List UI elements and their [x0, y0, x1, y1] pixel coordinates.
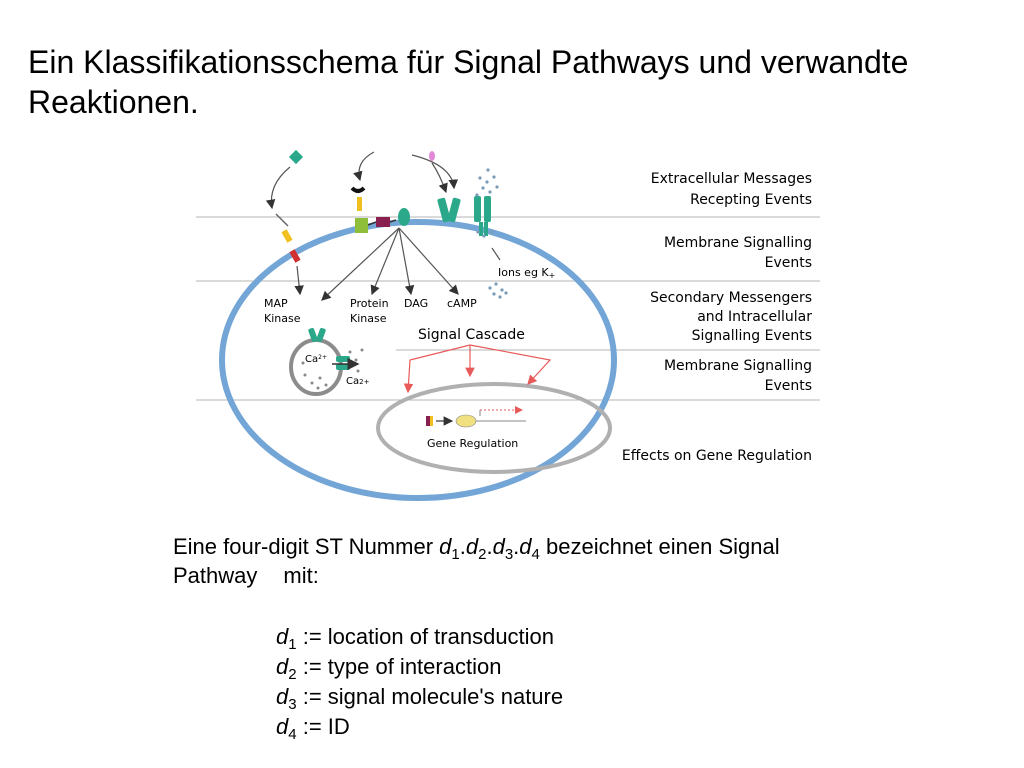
- signal-cascade-arrows: [403, 344, 552, 394]
- cell-membrane: [219, 219, 617, 501]
- label-map-kinase-1: MAP: [264, 297, 288, 310]
- level-membrane-signalling-1b: Events: [765, 255, 812, 271]
- definition-d2: d2 := type of interaction: [276, 654, 502, 683]
- st-number-description: Eine four-digit ST Nummer d1.d2.d3.d4 be…: [173, 534, 780, 588]
- definition-d3: d3 := signal molecule's nature: [276, 684, 564, 713]
- label-protein-kinase-1: Protein: [350, 297, 389, 310]
- nucleus: [376, 382, 612, 474]
- level-membrane-signalling-2b: Events: [765, 378, 812, 394]
- ion-dots: [475, 168, 508, 299]
- definition-d1: d1 := location of transduction: [276, 624, 555, 653]
- kinase-arrows: [321, 227, 459, 301]
- slide-title: Ein Klassifikationsschema für Signal Pat…: [28, 44, 909, 120]
- level-secondary-messengers-c: Signalling Events: [692, 328, 812, 344]
- level-recepting-events: Recepting Events: [690, 192, 812, 208]
- label-signal-cascade: Signal Cascade: [418, 327, 525, 343]
- receptor-complex: [350, 151, 410, 233]
- level-extracellular-messages: Extracellular Messages: [651, 171, 812, 187]
- label-ca-inside: Ca2+: [305, 354, 327, 365]
- receptor-map-kinase: [265, 149, 304, 296]
- level-effects-gene-regulation: Effects on Gene Regulation: [622, 448, 812, 464]
- level-secondary-messengers-b: and Intracellular: [697, 309, 812, 325]
- digit-definitions: d1 := location of transduction d2 := typ…: [276, 622, 563, 742]
- level-membrane-signalling-1a: Membrane Signalling: [664, 235, 812, 251]
- level-separator-lines: [196, 216, 820, 401]
- label-map-kinase-2: Kinase: [264, 312, 301, 325]
- level-secondary-messengers-a: Secondary Messengers: [650, 290, 812, 306]
- label-camp: cAMP: [447, 297, 477, 310]
- ion-channel-receptor: [411, 151, 501, 261]
- calcium-channel: [308, 327, 350, 370]
- label-protein-kinase-2: Kinase: [350, 312, 387, 325]
- label-gene-regulation: Gene Regulation: [427, 437, 518, 450]
- definition-d4: d4 := ID: [276, 714, 350, 743]
- calcium-vesicle: [289, 338, 343, 396]
- label-ca-outside: Ca2+: [346, 376, 370, 387]
- label-ions: Ions eg K+: [498, 266, 555, 280]
- gene-regulation-element: [426, 406, 526, 428]
- level-membrane-signalling-2a: Membrane Signalling: [664, 358, 812, 374]
- label-dag: DAG: [404, 297, 428, 310]
